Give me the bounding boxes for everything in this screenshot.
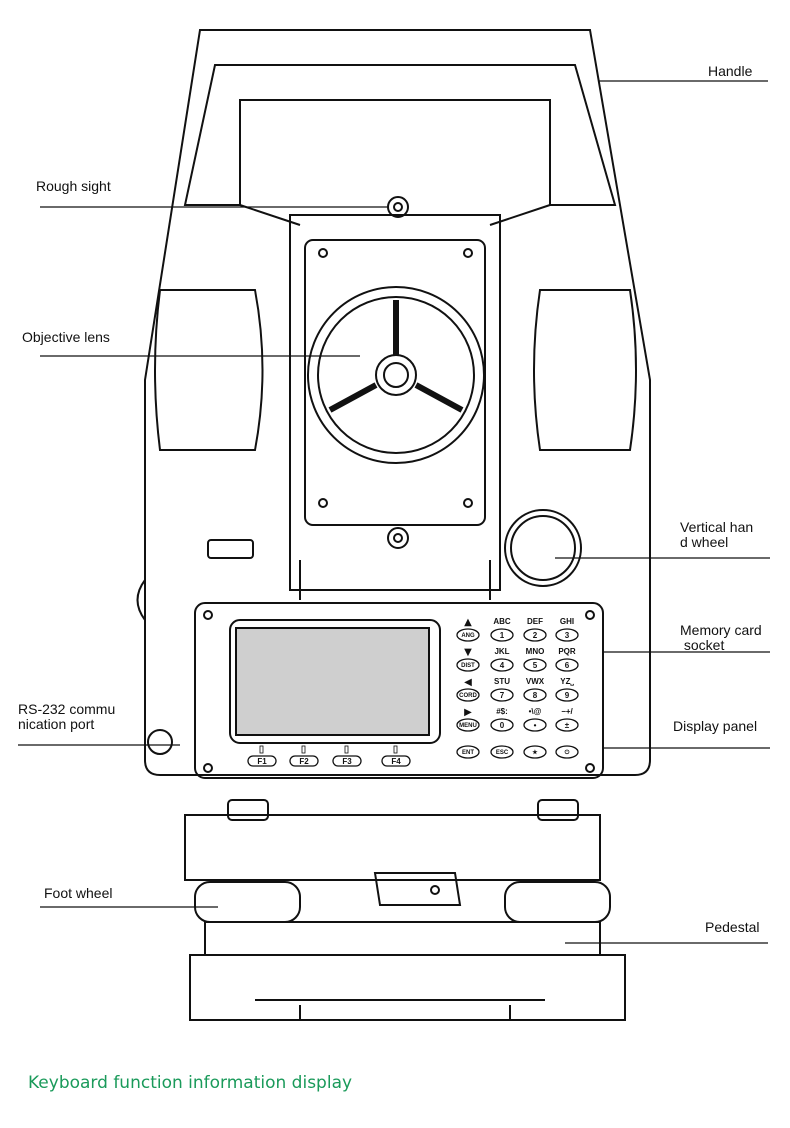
display-screen-bezel <box>229 619 441 744</box>
side-key <box>456 658 480 672</box>
digit-key-label: 1 <box>500 631 505 640</box>
handle <box>183 64 617 206</box>
key-letters-label: PQR <box>558 647 576 656</box>
function-key <box>289 755 319 767</box>
display-screen <box>235 627 430 736</box>
function-key-label: F1 <box>257 757 267 766</box>
side-key-label: DIST <box>461 663 475 669</box>
digit-key-label: 4 <box>500 661 505 670</box>
digit-key-label: 2 <box>533 631 538 640</box>
telescope-housing <box>289 214 501 591</box>
side-key-label: ANG <box>461 633 475 639</box>
function-key-label: F2 <box>299 757 309 766</box>
function-key <box>247 755 277 767</box>
side-key-label: MENU <box>459 723 477 729</box>
key-letters-label: ABC <box>493 617 511 626</box>
pedestal <box>204 921 601 956</box>
key-letters-label: −+/ <box>561 707 573 716</box>
bottom-key-label: ★ <box>532 749 538 756</box>
digit-key <box>523 688 547 702</box>
digit-key <box>555 688 579 702</box>
label-foot-wheel: Foot wheel <box>44 885 113 901</box>
side-key <box>456 628 480 642</box>
key-letters-label: DEF <box>527 617 543 626</box>
instrument-body-outline <box>144 29 651 776</box>
key-letters-label: •\@ <box>529 707 542 716</box>
bottom-key-label: ESC <box>496 750 509 756</box>
key-letters-label: VWX <box>526 677 545 686</box>
function-key-label: F4 <box>391 757 401 766</box>
bottom-key <box>555 745 579 759</box>
bottom-key-label: ⏻ <box>565 749 570 756</box>
label-pedestal: Pedestal <box>705 919 760 935</box>
label-rough-sight: Rough sight <box>36 178 111 194</box>
digit-key <box>555 628 579 642</box>
keypad: ABC 1 DEF 2 GHI 3 ANG JKL 4 MNO 5 PQR 6 DIST STU 7 VWX 8 Y… <box>247 617 579 767</box>
vertical-hand-wheel <box>504 509 582 587</box>
key-letters-label: MNO <box>526 647 545 656</box>
function-key-indicator <box>393 745 398 754</box>
digit-key-label: 7 <box>500 691 505 700</box>
digit-key-label: 8 <box>533 691 538 700</box>
digit-key <box>523 628 547 642</box>
digit-key-label: 0 <box>500 721 505 730</box>
objective-lens <box>307 286 485 464</box>
digit-key <box>490 688 514 702</box>
digit-key <box>523 658 547 672</box>
arrow-icon: ▶ <box>464 707 472 718</box>
digit-key <box>555 718 579 732</box>
label-vertical-hand-wheel: Vertical han d wheel <box>680 519 754 550</box>
foot-wheel-left <box>194 881 301 923</box>
digit-key-label: 3 <box>565 631 570 640</box>
side-key <box>456 718 480 732</box>
function-key <box>332 755 362 767</box>
digit-key-label: • <box>534 721 537 730</box>
digit-key <box>490 718 514 732</box>
caption: Keyboard function information display <box>28 1073 353 1093</box>
digit-key-label: 6 <box>565 661 570 670</box>
digit-key <box>490 658 514 672</box>
side-key <box>456 688 480 702</box>
arrow-icon: ▲ <box>464 617 472 628</box>
function-key-indicator <box>344 745 349 754</box>
key-letters-label: YZ⎵ <box>560 677 574 687</box>
function-key <box>381 755 411 767</box>
arrow-icon: ◀ <box>464 677 472 688</box>
bottom-key <box>490 745 514 759</box>
label-handle: Handle <box>708 63 753 79</box>
digit-key-label: 5 <box>533 661 538 670</box>
label-display-panel: Display panel <box>673 718 758 734</box>
key-letters-label: STU <box>494 677 510 686</box>
bottom-key <box>456 745 480 759</box>
label-objective-lens: Objective lens <box>22 329 110 345</box>
digit-key-label: ± <box>565 721 570 730</box>
label-rs232-port: RS-232 commu nication port <box>18 701 116 732</box>
bottom-key <box>523 745 547 759</box>
label-memory-card-socket: Memory card socket <box>680 622 762 653</box>
key-letters-label: GHI <box>560 617 574 626</box>
left-side-window <box>154 289 264 451</box>
function-key-label: F3 <box>342 757 352 766</box>
key-letters-label: JKL <box>494 647 509 656</box>
bottom-key-label: ENT <box>462 750 474 756</box>
function-key-indicator <box>259 745 264 754</box>
digit-key <box>523 718 547 732</box>
digit-key-label: 9 <box>565 691 570 700</box>
keyboard-panel <box>194 602 604 779</box>
side-key-label: CORD <box>459 693 477 699</box>
digit-key <box>555 658 579 672</box>
rs232-port <box>147 729 173 755</box>
tribrach <box>184 814 601 881</box>
right-side-window <box>533 289 637 451</box>
foot-wheel-right <box>504 881 611 923</box>
key-letters-label: #$: <box>496 707 508 716</box>
function-key-indicator <box>301 745 306 754</box>
arrow-icon: ▼ <box>464 647 472 658</box>
digit-key <box>490 628 514 642</box>
